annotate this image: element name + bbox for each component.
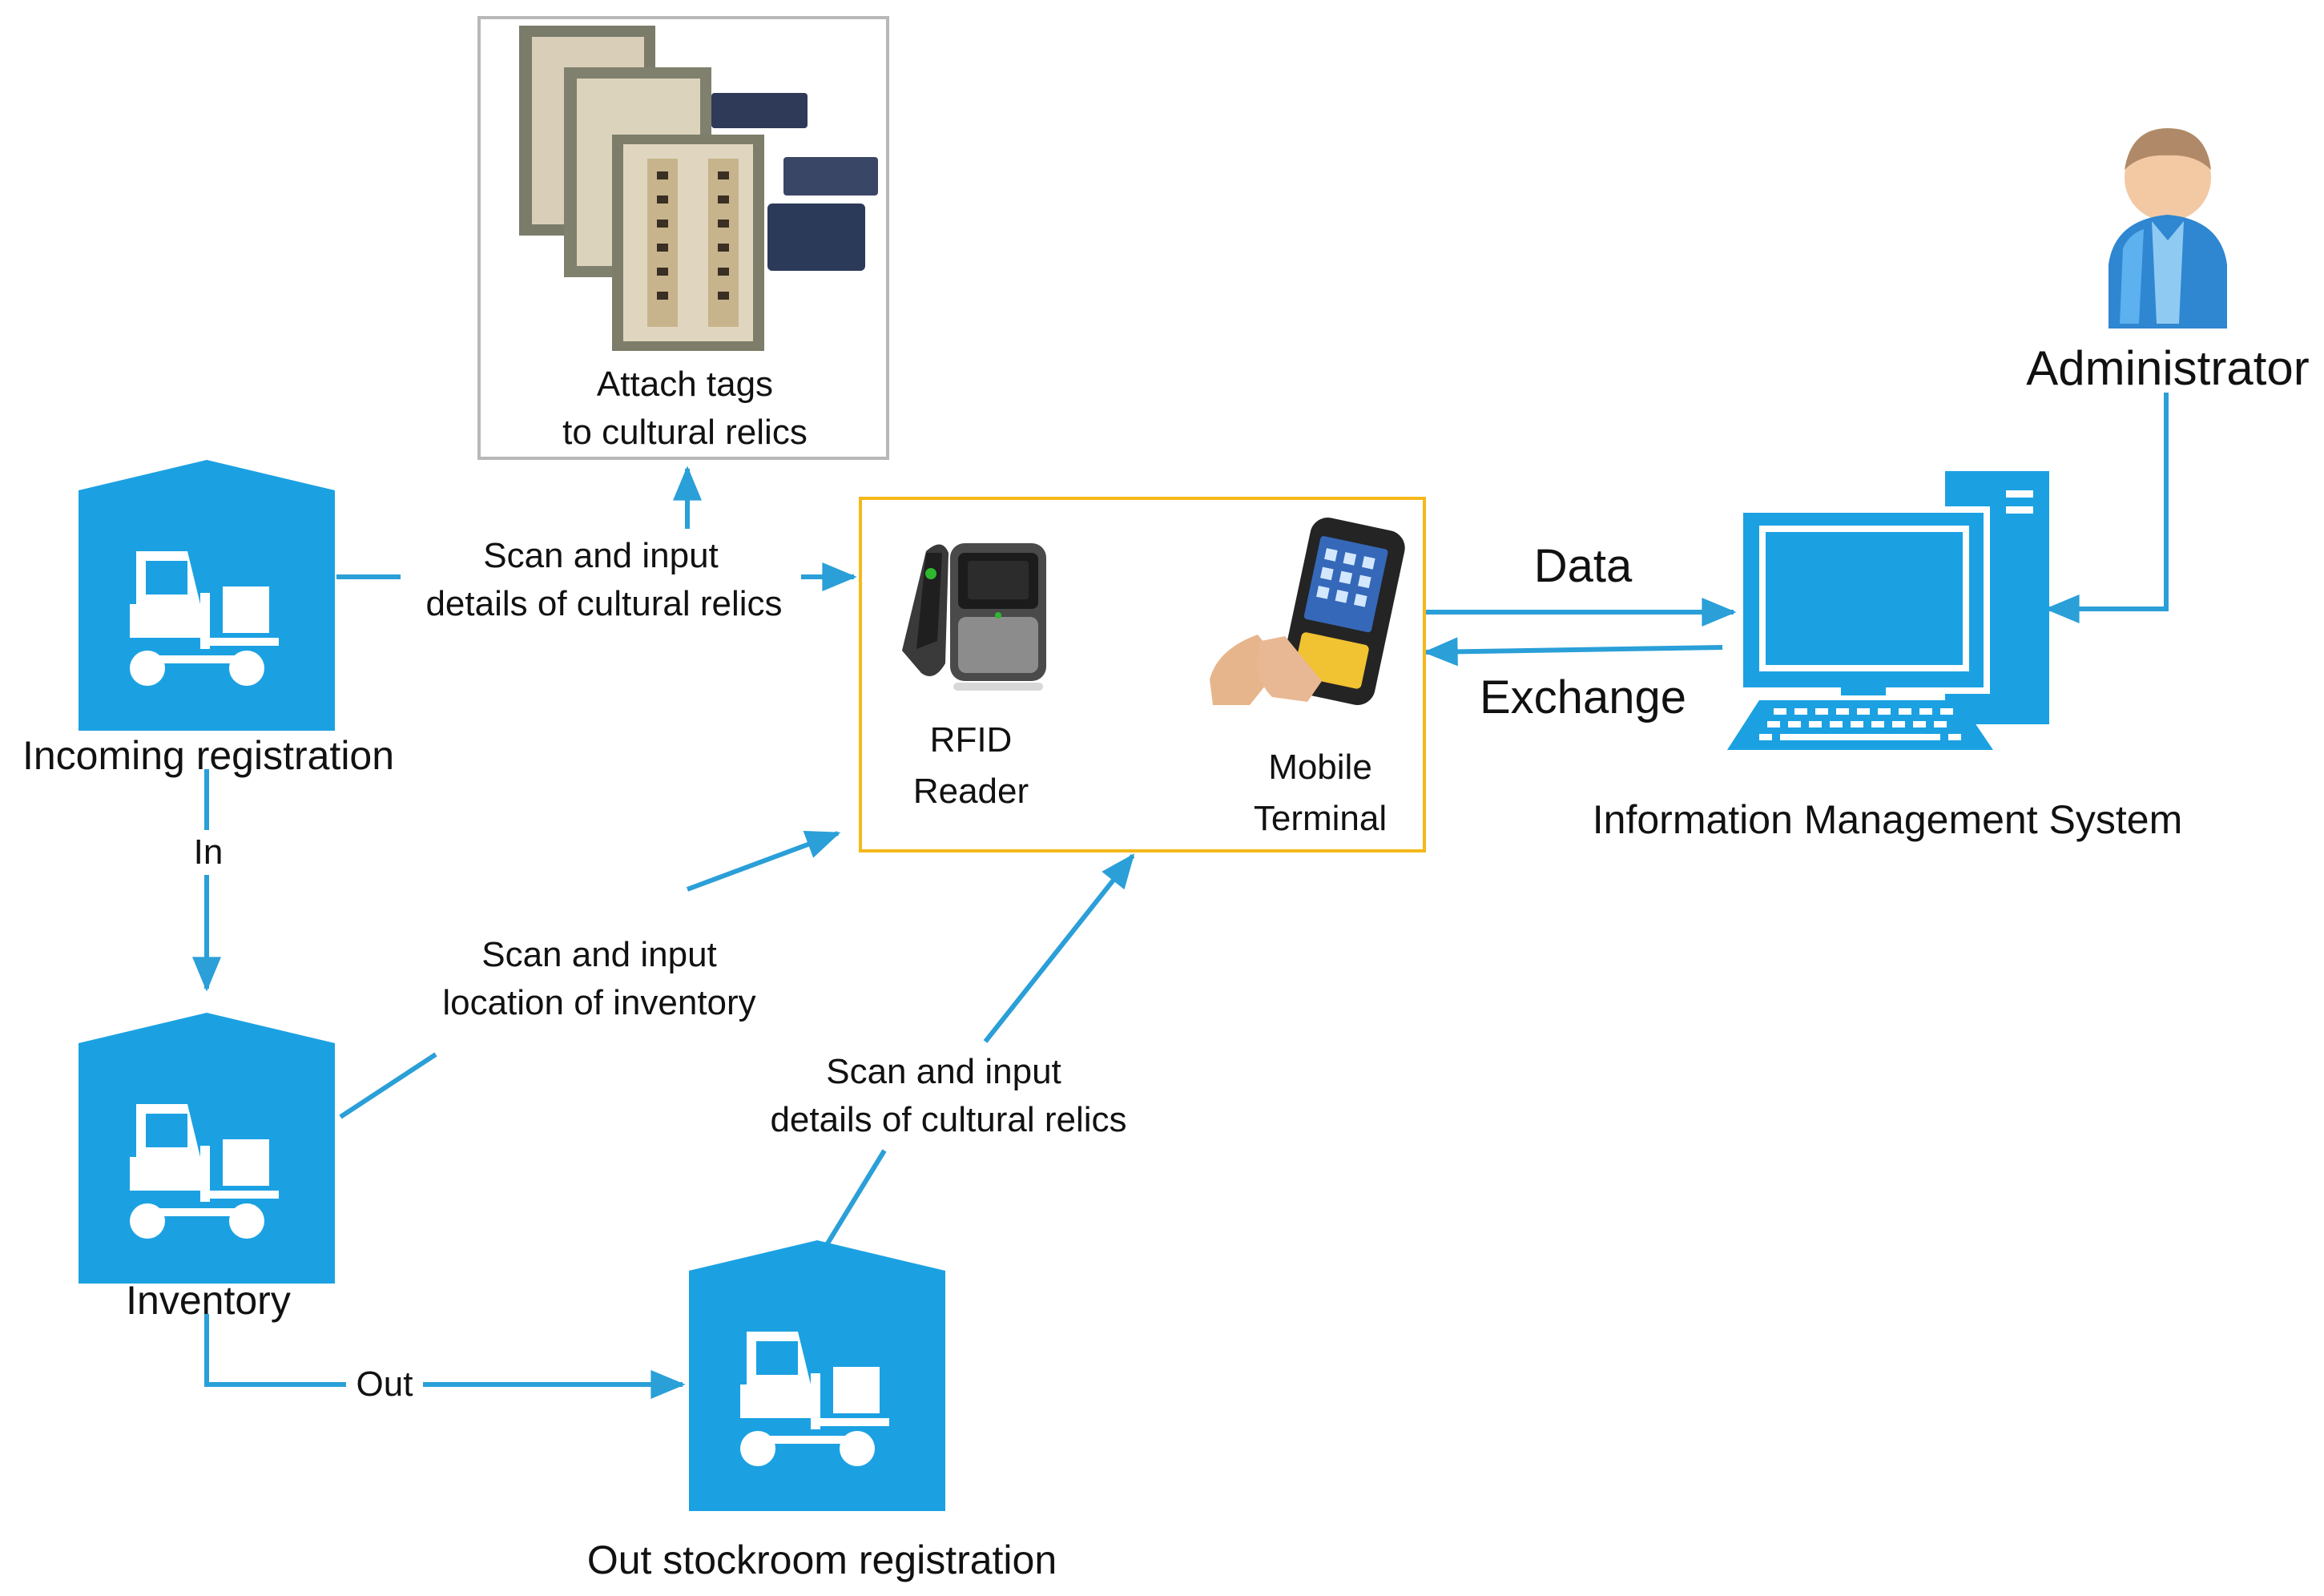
administrator-label: Administrator bbox=[2026, 341, 2309, 395]
rfid-reader-label-line2: Reader bbox=[913, 772, 1029, 811]
computer-icon bbox=[1727, 471, 2049, 750]
attach-tags-label-line2: to cultural relics bbox=[562, 413, 808, 452]
out-stockroom-registration-label: Out stockroom registration bbox=[587, 1538, 1057, 1582]
mobile-terminal-label-line1: Mobile bbox=[1268, 748, 1372, 787]
edge-ims-to-device bbox=[1423, 637, 1723, 667]
incoming-warehouse bbox=[79, 460, 335, 731]
incoming-edge-label-line2: details of cultural relics bbox=[425, 584, 782, 623]
rfid-reader-label-line1: RFID bbox=[930, 720, 1013, 760]
incoming-registration-label: Incoming registration bbox=[22, 733, 394, 778]
inventory-edge-label-line1: Scan and input bbox=[481, 935, 717, 974]
warehouse-icon bbox=[79, 460, 335, 731]
outgoing-edge-label-line2: details of cultural relics bbox=[770, 1100, 1126, 1139]
administrator-icon bbox=[2109, 128, 2227, 328]
outgoing-warehouse bbox=[689, 1240, 945, 1511]
edge-inventory-to-outgoing bbox=[204, 1314, 683, 1384]
warehouse-icon bbox=[689, 1240, 945, 1511]
tagged-relics-photo-icon bbox=[519, 26, 878, 351]
rfid-reader-icon bbox=[902, 543, 1046, 691]
incoming-edge-label-line1: Scan and input bbox=[483, 536, 719, 575]
attach-tags-label-line1: Attach tags bbox=[597, 365, 773, 404]
attach-tags-photo-box: Attach tags to cultural relics bbox=[477, 16, 889, 460]
mobile-terminal-icon bbox=[1210, 518, 1405, 705]
data-edge-label: Data bbox=[1534, 540, 1633, 592]
in-edge-label: In bbox=[194, 832, 224, 872]
inventory-warehouse bbox=[79, 1013, 335, 1284]
inventory-label: Inventory bbox=[126, 1278, 291, 1323]
outgoing-edge-label-line1: Scan and input bbox=[826, 1052, 1061, 1091]
inventory-edge-label-line2: location of inventory bbox=[442, 983, 755, 1022]
device-box: RFID Reader Mobile Terminal bbox=[859, 497, 1426, 852]
edge-outgoing-to-device bbox=[816, 856, 1133, 1259]
warehouse-icon bbox=[79, 1013, 335, 1284]
mobile-terminal-label-line2: Terminal bbox=[1254, 799, 1387, 838]
edge-inventory-to-device bbox=[339, 833, 838, 1119]
out-edge-label: Out bbox=[356, 1364, 413, 1404]
exchange-edge-label: Exchange bbox=[1480, 671, 1686, 723]
ims-label: Information Management System bbox=[1593, 797, 2182, 842]
edge-admin-to-ims bbox=[2044, 393, 2169, 623]
